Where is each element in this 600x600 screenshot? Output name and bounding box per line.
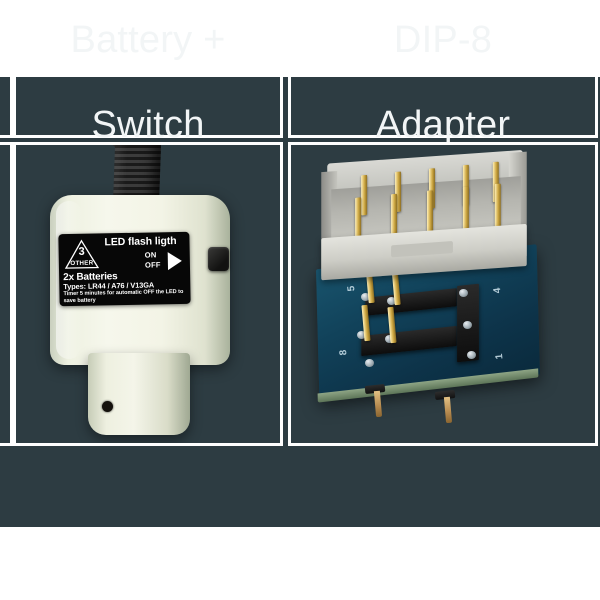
switch-direction-arrow-icon (167, 251, 183, 271)
silkscreen-4: 4 (492, 287, 504, 294)
base-vent-hole (102, 401, 113, 412)
photo-battery-switch-image: 3 OTHER LED flash ligth ON OFF 2x Batter… (16, 145, 280, 443)
header-dip8-adapter-line1: DIP-8 (393, 19, 493, 62)
header-battery-switch-label: Battery + Switch (59, 19, 238, 147)
dip8-adapter-board: 5 4 8 1 (291, 145, 595, 443)
silkscreen-5: 5 (346, 285, 358, 292)
solder-joint (361, 293, 370, 301)
idc-pin (361, 174, 368, 216)
power-switch-button (208, 247, 229, 271)
battery-switch-device: 3 OTHER LED flash ligth ON OFF 2x Batter… (16, 145, 280, 443)
header-dip8-adapter-label: DIP-8 Adapter (364, 19, 523, 147)
header-cell-dip8-adapter: DIP-8 Adapter (288, 19, 598, 146)
recycle-word: OTHER (70, 259, 94, 268)
photo-cutoff-image (0, 145, 10, 443)
label-timer-note: Timer 5 minutes for automatic OFF the LE… (63, 288, 184, 305)
photo-cell-dip8-adapter: 5 4 8 1 (288, 142, 598, 446)
solder-joint (467, 351, 476, 359)
recycle-triangle-icon: 3 OTHER (62, 237, 101, 272)
solder-joint (459, 289, 468, 297)
header-battery-switch-line2: Switch (91, 104, 205, 147)
header-dip8-adapter-line2: Adapter (375, 104, 511, 147)
header-battery-switch-line1: Battery + (70, 19, 226, 62)
silkscreen-1: 1 (494, 353, 506, 360)
silkscreen-8: 8 (338, 349, 350, 356)
photo-row: 3 OTHER LED flash ligth ON OFF 2x Batter… (0, 142, 600, 446)
dip-leg (443, 396, 453, 424)
device-base-neck (88, 353, 190, 435)
photo-dip8-adapter-image: 5 4 8 1 (291, 145, 595, 443)
product-label: 3 OTHER LED flash ligth ON OFF 2x Batter… (58, 231, 191, 307)
solder-joint (463, 321, 472, 329)
solder-joint (365, 359, 374, 367)
switch-on-label: ON (144, 250, 157, 260)
label-title: LED flash ligth (104, 234, 177, 249)
solder-joint (357, 331, 366, 339)
photo-cell-battery-switch: 3 OTHER LED flash ligth ON OFF 2x Batter… (13, 142, 283, 446)
switch-legend: ON OFF (145, 250, 187, 275)
switch-off-label: OFF (144, 260, 161, 270)
photo-cell-cutoff (0, 142, 13, 446)
recycle-number: 3 (78, 245, 85, 258)
idc-box-header (321, 149, 527, 281)
header-cell-cutoff (0, 28, 13, 138)
header-row: Battery + Switch DIP-8 Adapter (0, 19, 600, 146)
header-cell-battery-switch: Battery + Switch (13, 19, 283, 146)
solder-joint (387, 297, 396, 305)
